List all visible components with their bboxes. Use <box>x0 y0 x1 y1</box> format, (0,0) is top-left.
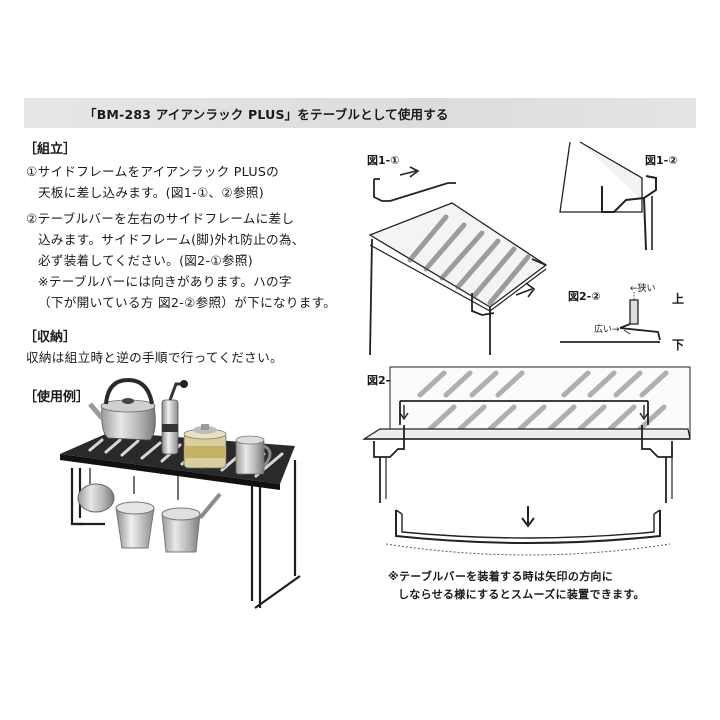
assembly-line-3: ②テーブルバーを左右のサイドフレームに差し <box>26 211 295 226</box>
fig1-2-label: 図1-② <box>645 154 678 167</box>
title-band <box>24 98 696 128</box>
storage-heading: ［収納］ <box>24 330 77 345</box>
assembly-line-1: ①サイドフレームをアイアンラック PLUSの <box>26 164 280 179</box>
fig1-1-diagram <box>368 166 548 356</box>
top-label: 上 <box>672 292 685 306</box>
fig2-1-diagram <box>361 366 691 503</box>
assembly-line-7: （下が開いている方 図2-②参照）が下になります。 <box>38 295 337 310</box>
assembly-line-5: 必ず装着してください。(図2-①参照) <box>38 253 253 268</box>
caption-line-2: しならせる様にするとスムーズに装置できます。 <box>398 588 645 601</box>
wide-label: 広い→ <box>594 325 620 335</box>
page-title: 「BM-283 アイアンラック PLUS」をテーブルとして使用する <box>84 107 449 122</box>
fig2-2-diagram <box>560 292 661 343</box>
fig1-2-diagram <box>559 141 657 251</box>
table-bar-bend-diagram <box>385 506 671 556</box>
assembly-line-2: 天板に差し込みます。(図1-①、②参照) <box>38 185 265 200</box>
usage-example-photo <box>60 377 301 609</box>
assembly-line-4: 込みます。サイドフレーム(脚)外れ防止の為、 <box>38 232 305 247</box>
assembly-line-6: ※テーブルバーには向きがあります。ハの字 <box>38 274 292 289</box>
bottom-label: 下 <box>672 338 685 352</box>
narrow-label: ←狭い <box>630 284 656 294</box>
assembly-heading: ［組立］ <box>24 142 77 157</box>
caption-line-1: ※テーブルバーを装着する時は矢印の方向に <box>388 570 614 583</box>
fig1-1-label: 図1-① <box>367 154 400 167</box>
fig2-2-label: 図2-② <box>568 290 601 303</box>
example-heading: ［使用例］ <box>24 390 90 405</box>
storage-text: 収納は組立時と逆の手順で行ってください。 <box>26 350 283 365</box>
